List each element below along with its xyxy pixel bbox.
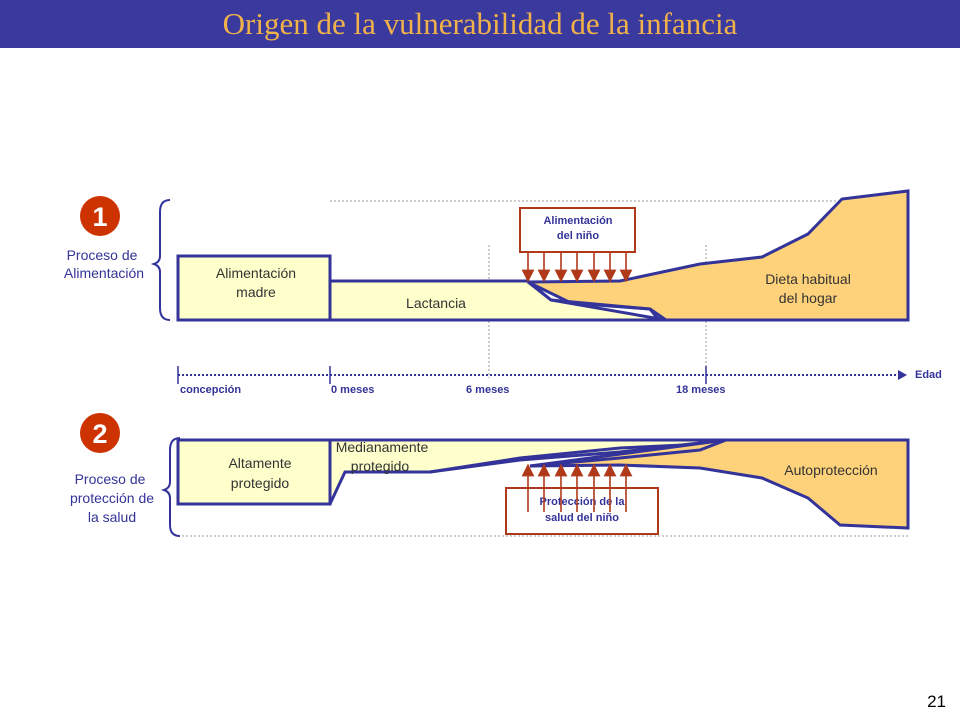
proteccion-nino-line1: Protección de la <box>540 496 626 508</box>
autoproteccion-shape <box>529 438 910 530</box>
madre-label-line2: madre <box>236 284 276 300</box>
badge-1: 1 <box>80 196 120 236</box>
dieta-label-line2: del hogar <box>779 290 838 306</box>
down-arrows <box>521 252 633 283</box>
proteccion-nino-line2: salud del niño <box>545 512 619 524</box>
label-proteccion-line3: la salud <box>88 509 136 525</box>
up-arrows <box>521 463 633 512</box>
badge-2: 2 <box>80 413 120 453</box>
svg-text:2: 2 <box>92 419 107 449</box>
age-axis-arrowhead <box>898 370 907 380</box>
tick-label-concepcion: concepción <box>180 384 241 396</box>
tick-label-0-meses: 0 meses <box>331 384 374 396</box>
lactancia-label: Lactancia <box>406 295 466 311</box>
dieta-label-line1: Dieta habitual <box>765 271 851 287</box>
page-title: Origen de la vulnerabilidad de la infanc… <box>222 6 738 41</box>
altamente-label-line1: Altamente <box>228 455 291 471</box>
bracket-2 <box>160 437 181 537</box>
label-proceso-alimentacion-line2: Alimentación <box>64 265 144 281</box>
autoproteccion-label: Autoprotección <box>784 462 877 478</box>
altamente-protegido-box <box>176 438 332 506</box>
alimentacion-madre-box <box>176 254 332 322</box>
tick-label-6-meses: 6 meses <box>466 384 509 396</box>
page-number: 21 <box>927 692 946 711</box>
madre-label-line1: Alimentación <box>216 265 296 281</box>
bracket-1 <box>150 199 171 321</box>
medianamente-label-line2: protegido <box>351 458 410 474</box>
axis-label-edad: Edad <box>915 369 942 381</box>
alimentacion-nino-line2: del niño <box>557 230 599 242</box>
proteccion-nino-box <box>505 487 659 535</box>
altamente-label-line2: protegido <box>231 475 290 491</box>
medianamente-band <box>330 440 726 504</box>
svg-text:1: 1 <box>92 202 107 232</box>
label-proteccion-line2: protección de <box>70 490 154 506</box>
label-proceso-alimentacion-line1: Proceso de <box>67 247 138 263</box>
alimentacion-nino-line1: Alimentación <box>543 215 612 227</box>
label-proteccion-line1: Proceso de <box>75 471 146 487</box>
lactancia-inner-line <box>527 280 661 321</box>
tick-label-18-meses: 18 meses <box>676 384 726 396</box>
alimentacion-nino-box <box>519 207 636 253</box>
medianamente-label-line1: Medianamente <box>336 439 429 455</box>
title-bar: Origen de la vulnerabilidad de la infanc… <box>0 0 960 48</box>
